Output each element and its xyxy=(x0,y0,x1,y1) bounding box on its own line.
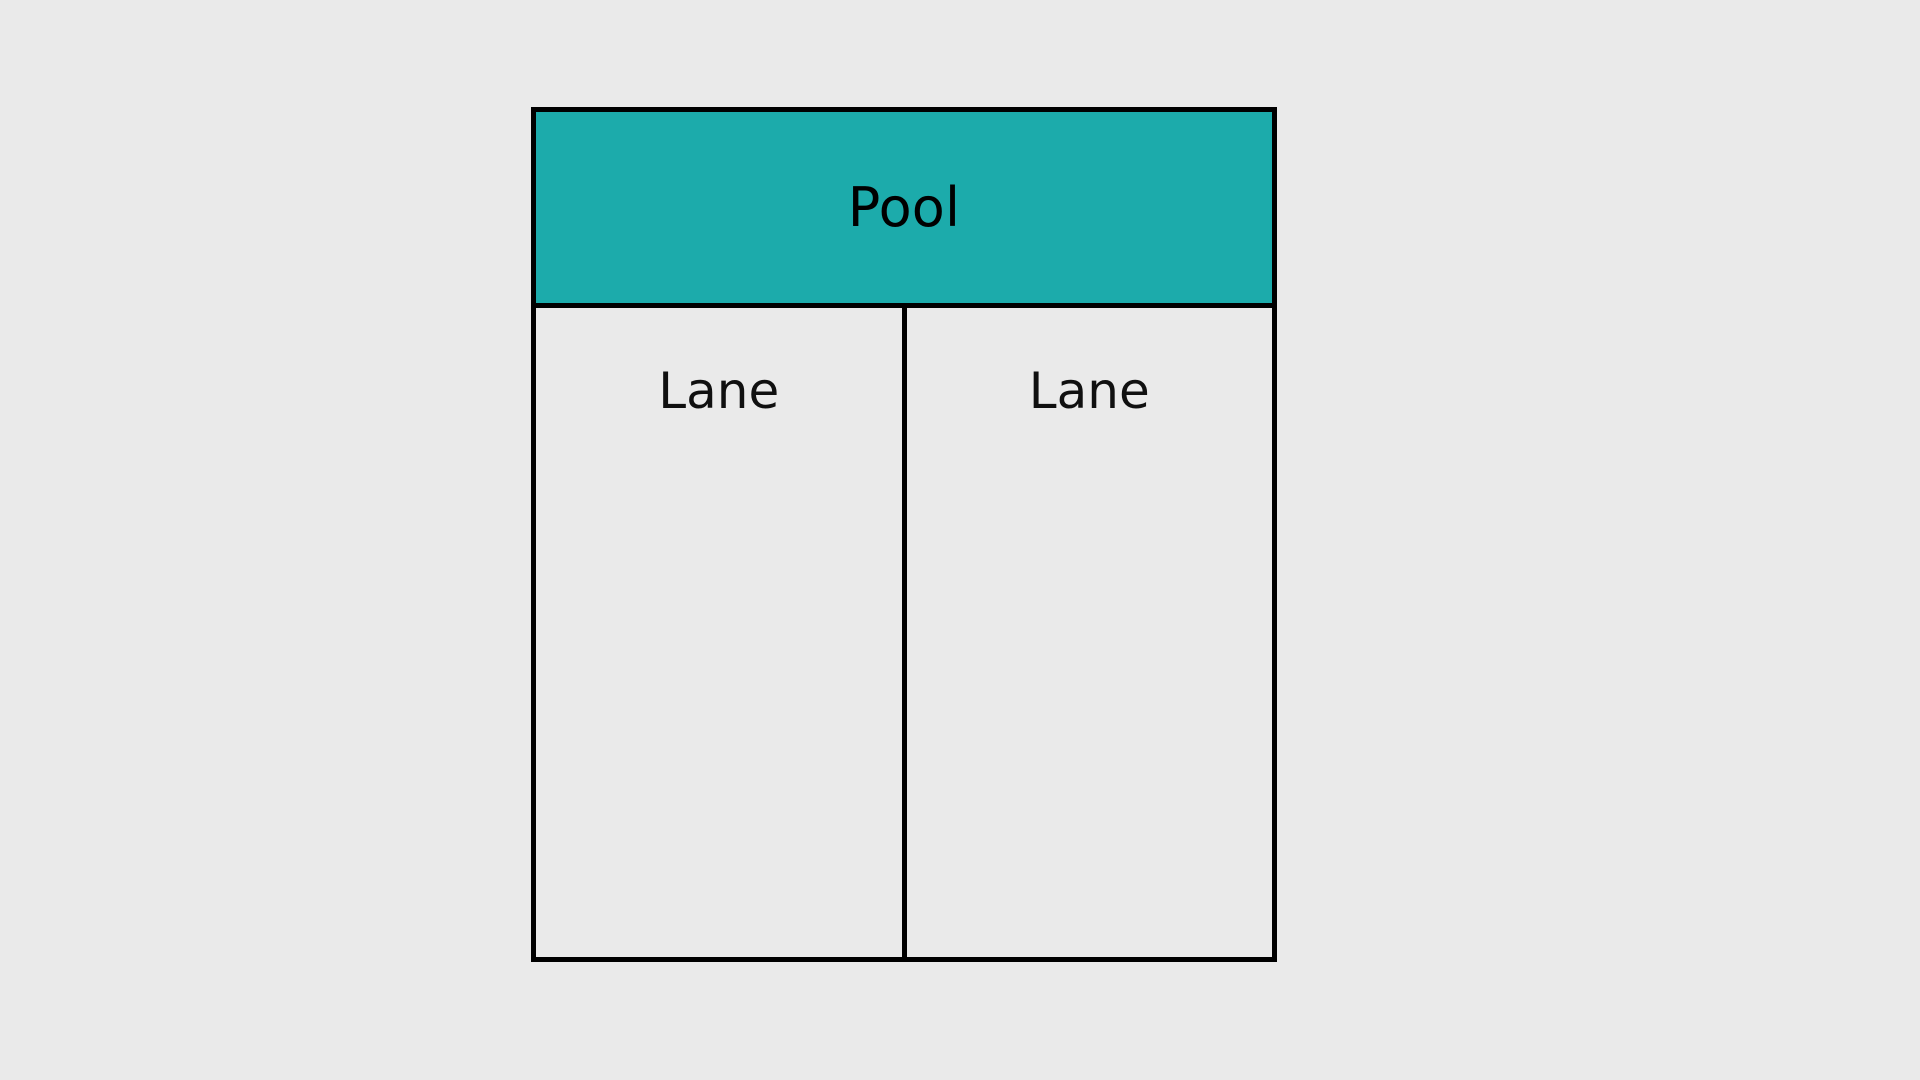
lane-2-label: Lane xyxy=(1028,362,1150,420)
pool-label: Pool xyxy=(847,175,961,239)
lane-1-body[interactable] xyxy=(536,416,902,957)
lane-1[interactable]: Lane xyxy=(536,308,907,957)
lane-1-label: Lane xyxy=(658,362,780,420)
lane-strip: Lane Lane xyxy=(536,308,1272,957)
pool-container[interactable]: Pool Lane Lane xyxy=(531,107,1277,962)
lane-2[interactable]: Lane xyxy=(906,308,1273,957)
pool-header[interactable]: Pool xyxy=(536,112,1272,308)
lane-2-body[interactable] xyxy=(907,416,1273,957)
